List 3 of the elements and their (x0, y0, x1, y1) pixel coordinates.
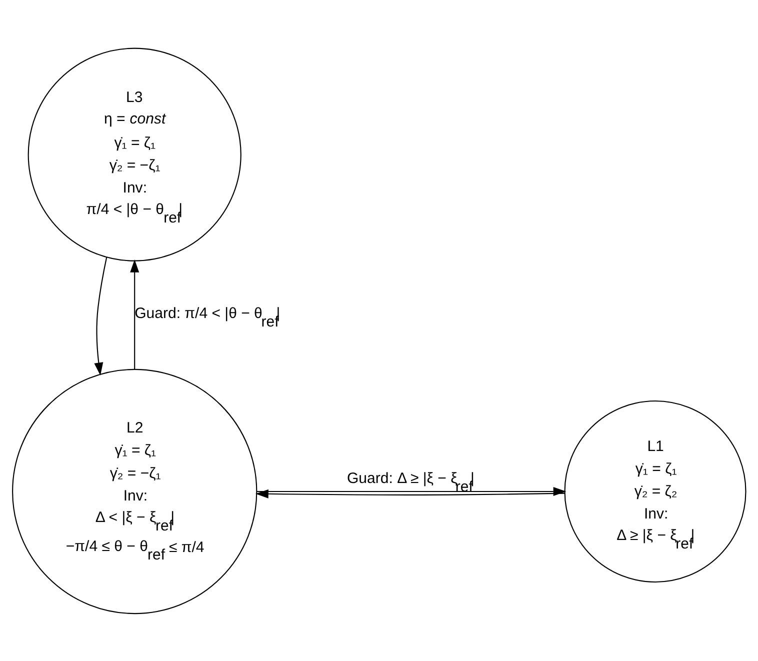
arrow (256, 488, 565, 498)
arrow (130, 258, 140, 369)
arrow (94, 256, 108, 376)
